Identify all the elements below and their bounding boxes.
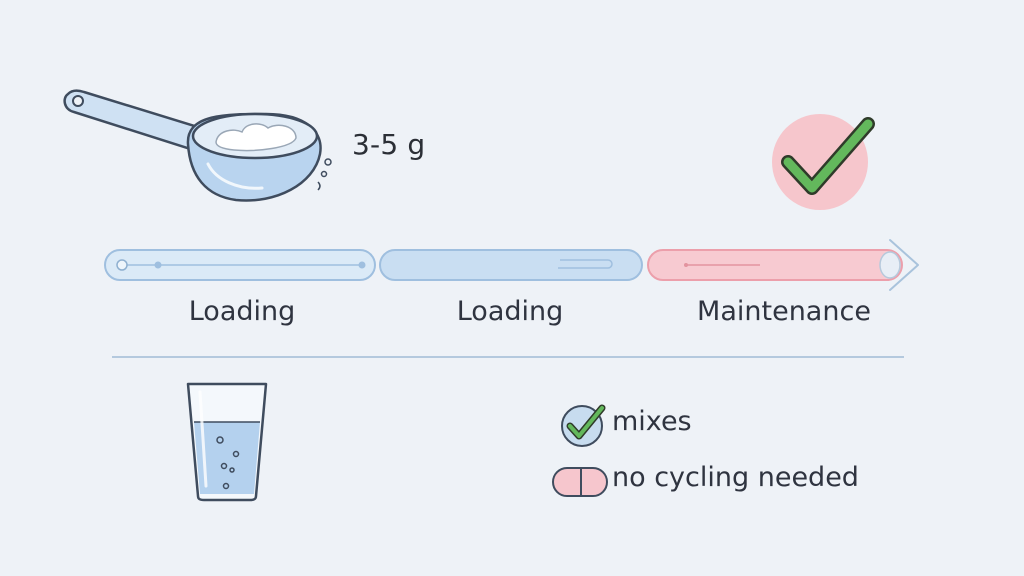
capsule-icon bbox=[552, 467, 608, 497]
phase-label-loading-2: Loading bbox=[456, 296, 564, 327]
check-circle-icon bbox=[561, 404, 606, 447]
scoop-icon bbox=[63, 89, 332, 202]
feature-label-mixes: mixes bbox=[612, 406, 692, 437]
timeline-segment-maintenance bbox=[647, 239, 919, 291]
section-divider bbox=[112, 356, 904, 358]
timeline-segment-loading-2 bbox=[379, 249, 643, 281]
water-glass-icon bbox=[186, 382, 268, 502]
checkmark-icon bbox=[772, 114, 875, 210]
feature-label-no-cycling: no cycling needed bbox=[612, 462, 859, 493]
dose-amount: 3-5 g bbox=[352, 128, 426, 161]
phase-label-maintenance: Maintenance bbox=[697, 296, 871, 327]
phase-label-loading-1: Loading bbox=[188, 296, 296, 327]
timeline-segment-loading-1 bbox=[104, 249, 376, 281]
timeline-bar bbox=[104, 239, 919, 291]
